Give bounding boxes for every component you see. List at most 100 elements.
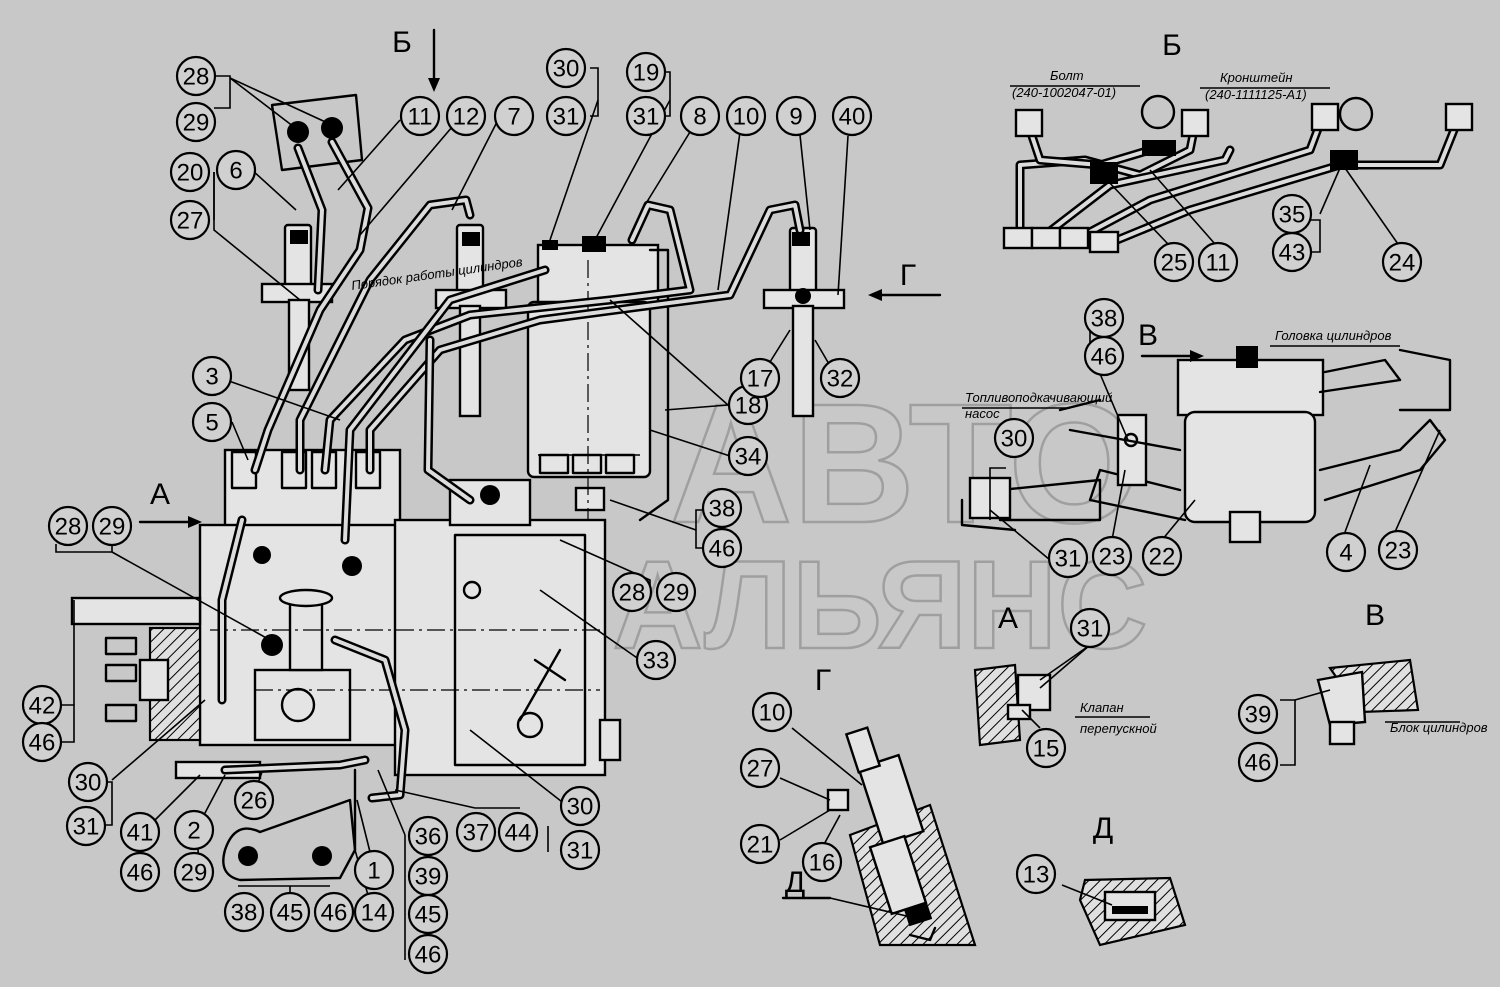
callout-46: 46: [1083, 335, 1125, 377]
callout-24: 24: [1381, 241, 1423, 283]
callout-number: 20: [177, 160, 204, 187]
callout-25: 25: [1153, 241, 1195, 283]
callout-number: 27: [747, 756, 774, 783]
callout-circle: [67, 761, 109, 803]
callout-number: 32: [827, 366, 854, 393]
callout-circle: [399, 95, 441, 137]
callout-circle: [175, 55, 217, 97]
callout-46: 46: [701, 527, 743, 569]
callout-circle: [445, 95, 487, 137]
callout-37: 37: [455, 811, 497, 853]
callout-33: 33: [635, 639, 677, 681]
callout-number: 38: [1091, 306, 1118, 333]
note-bypass-valve: Клапан: [1080, 700, 1124, 715]
callout-number: 28: [183, 64, 210, 91]
callout-number: 39: [415, 864, 442, 891]
callout-circle: [191, 355, 233, 397]
callout-number: 4: [1339, 540, 1352, 567]
callout-31: 31: [1047, 537, 1089, 579]
callout-number: 43: [1279, 240, 1306, 267]
callout-26: 26: [233, 779, 275, 821]
callout-circle: [493, 95, 535, 137]
callout-circle: [215, 149, 257, 191]
callout-6: 6: [215, 149, 257, 191]
callout-number: 45: [277, 900, 304, 927]
callout-5: 5: [191, 401, 233, 443]
leader-lines: [55, 67, 1441, 960]
view-d-title: Д: [1093, 812, 1113, 845]
callout-46: 46: [119, 851, 161, 893]
note-bracket: Кронштейн: [1220, 70, 1293, 85]
callout-46: 46: [1237, 741, 1279, 783]
callout-circle: [727, 435, 769, 477]
callout-circle: [1381, 241, 1423, 283]
callout-10: 10: [751, 691, 793, 733]
callout-circle: [1325, 531, 1367, 573]
callout-circle: [1025, 727, 1067, 769]
callout-circle: [679, 95, 721, 137]
callout-23: 23: [1377, 529, 1419, 571]
callout-number: 46: [1245, 750, 1272, 777]
note-fuel-pump: Топливоподкачивающий: [965, 390, 1112, 405]
callout-41: 41: [119, 811, 161, 853]
note-cylinder-block: Блок цилиндров: [1390, 720, 1488, 735]
callout-number: 6: [229, 158, 242, 185]
callout-31: 31: [559, 829, 601, 871]
callout-30: 30: [993, 417, 1035, 459]
callout-number: 31: [633, 104, 660, 131]
callout-11: 11: [399, 95, 441, 137]
callout-number: 25: [1161, 250, 1188, 277]
callout-circle: [1069, 607, 1111, 649]
callout-number: 10: [733, 104, 760, 131]
callout-number: 22: [1149, 544, 1176, 571]
callout-40: 40: [831, 95, 873, 137]
callout-31: 31: [65, 805, 107, 847]
callout-number: 19: [633, 60, 660, 87]
callout-number: 2: [187, 818, 200, 845]
callout-number: 31: [73, 814, 100, 841]
view-b-title: Б: [1162, 29, 1182, 62]
callout-circle: [701, 487, 743, 529]
callout-circle: [739, 823, 781, 865]
callout-23: 23: [1091, 535, 1133, 577]
callout-number: 29: [99, 514, 126, 541]
callout-circle: [993, 417, 1035, 459]
callout-circle: [625, 95, 667, 137]
callout-35: 35: [1271, 193, 1313, 235]
callout-1: 1: [353, 849, 395, 891]
callout-17: 17: [739, 357, 781, 399]
callout-4: 4: [1325, 531, 1367, 573]
view-g-detail: [826, 726, 977, 947]
callout-28: 28: [47, 505, 89, 547]
callout-42: 42: [21, 684, 63, 726]
callout-circle: [119, 811, 161, 853]
callout-circle: [313, 891, 355, 933]
view-d-section-mark: Д: [785, 866, 805, 899]
view-v-arrow-label: В: [1138, 319, 1158, 352]
callout-30: 30: [545, 47, 587, 89]
view-v-small-detail: [1316, 658, 1420, 746]
callout-circle: [407, 815, 449, 857]
callout-27: 27: [739, 747, 781, 789]
callout-number: 16: [809, 850, 836, 877]
callout-circle: [173, 809, 215, 851]
callout-number: 46: [415, 942, 442, 969]
callout-number: 12: [453, 104, 480, 131]
callout-circle: [1237, 741, 1279, 783]
callout-circle: [545, 95, 587, 137]
callout-number: 5: [205, 410, 218, 437]
callout-number: 46: [1091, 344, 1118, 371]
callout-number: 28: [55, 514, 82, 541]
callout-36: 36: [407, 815, 449, 857]
callout-number: 29: [663, 580, 690, 607]
callout-circle: [751, 691, 793, 733]
callout-19: 19: [625, 51, 667, 93]
callout-number: 3: [205, 364, 218, 391]
view-b-detail: [1002, 94, 1474, 254]
callout-number: 38: [709, 496, 736, 523]
callout-29: 29: [655, 571, 697, 613]
callout-number: 11: [408, 104, 433, 131]
callout-number: 28: [619, 580, 646, 607]
